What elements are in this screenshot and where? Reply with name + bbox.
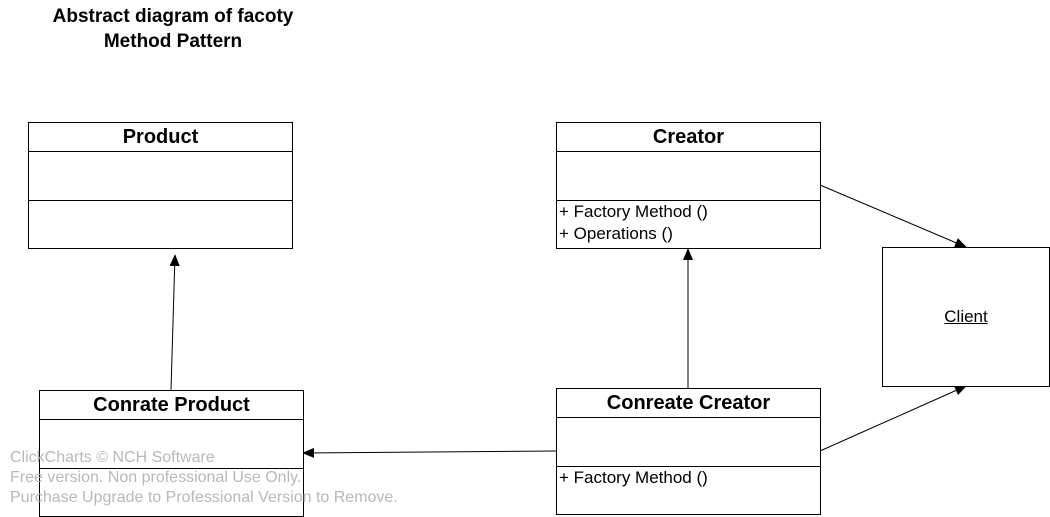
- product-class[interactable]: Product: [28, 122, 293, 249]
- product-attributes: [29, 152, 292, 201]
- concrete-product-class-name: Conrate Product: [40, 391, 303, 420]
- diagram-title: Abstract diagram of facoty Method Patter…: [18, 4, 328, 54]
- diagram-title-line-1: Abstract diagram of facoty: [52, 6, 294, 27]
- creator-class[interactable]: Creator + Factory Method () + Operations…: [556, 122, 821, 249]
- client-object[interactable]: Client: [882, 247, 1050, 387]
- concrete-product-class[interactable]: Conrate Product: [39, 390, 304, 517]
- creator-class-name: Creator: [557, 123, 820, 152]
- concrete-creator-operation: + Factory Method (): [559, 468, 708, 487]
- concrete-creator-class-name: Conreate Creator: [557, 389, 820, 418]
- diagram-title-line-2: Method Pattern: [103, 31, 243, 52]
- creator-operation: + Operations (): [559, 224, 673, 243]
- concrete-creator-attributes: [557, 418, 820, 467]
- creator-to-client-arrow: [819, 184, 967, 248]
- client-label: Client: [944, 307, 988, 326]
- product-class-name: Product: [29, 123, 292, 152]
- creator-attributes: [557, 152, 820, 201]
- concrete-creator-operations: + Factory Method (): [557, 467, 820, 489]
- creator-operation: + Factory Method (): [559, 202, 708, 221]
- creator-operations: + Factory Method () + Operations (): [557, 201, 820, 245]
- concrete-creator-to-client-arrow: [819, 385, 967, 452]
- concrete-product-to-product-arrow: [169, 254, 180, 391]
- concrete-creator-to-concrete-product-arrow: [302, 447, 557, 458]
- concrete-creator-class[interactable]: Conreate Creator + Factory Method (): [556, 388, 821, 515]
- concrete-product-attributes: [40, 420, 303, 469]
